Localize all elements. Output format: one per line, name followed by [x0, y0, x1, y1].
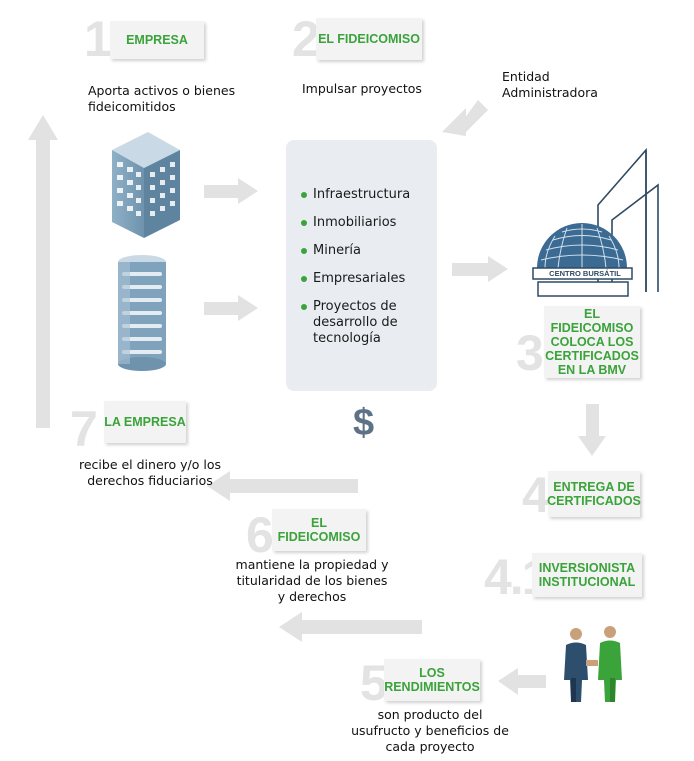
stock-exchange-label: CENTRO BURSÁTIL	[549, 269, 621, 278]
step-7-number: 7	[70, 401, 98, 457]
arrow-panel-to-bolsa	[452, 256, 508, 282]
entidad-administradora-label: Entidad Administradora	[502, 69, 598, 100]
step-6-number: 6	[246, 507, 274, 563]
arrow-building1-to-panel	[204, 178, 258, 204]
projects-list: Infraestructura Inmobiliarios Minería Em…	[300, 187, 435, 359]
bullet-icon	[301, 192, 307, 198]
arrow-up-left	[28, 115, 58, 428]
step-6-title: EL FIDEICOMISO	[272, 509, 366, 551]
step-4-number: 4	[522, 467, 550, 523]
step-1-title: EMPRESA	[110, 21, 204, 59]
bullet-icon	[301, 248, 307, 254]
step-3-title: EL FIDEICOMISO COLOCA LOS CERTIFICADOS E…	[544, 306, 640, 378]
project-label: Minería	[313, 243, 361, 258]
step-6-desc: mantiene la propiedad y titularidad de l…	[235, 557, 389, 604]
step-7-desc: recibe el dinero y/o los derechos fiduci…	[78, 457, 221, 488]
step-41-title: INVERSIONISTA INSTITUCIONAL	[532, 553, 642, 597]
project-label: Empresariales	[313, 271, 406, 286]
step-4-title: ENTREGA DE CERTIFICADOS	[547, 471, 641, 517]
step-2-title: EL FIDEICOMISO	[316, 18, 422, 60]
bullet-icon	[301, 304, 307, 310]
step-2-desc: Impulsar proyectos	[302, 81, 422, 96]
project-item: Proyectos de desarrollo de tecnología	[300, 299, 435, 347]
dollar-icon: $	[353, 402, 375, 444]
arrow-building2-to-panel	[204, 295, 258, 321]
project-label: Proyectos de desarrollo de tecnología	[313, 299, 398, 346]
stock-exchange-icon	[532, 147, 659, 297]
step-7-title: LA EMPRESA	[104, 401, 186, 443]
step-2-number: 2	[292, 11, 320, 67]
office-building-icon	[112, 132, 180, 238]
arrow-left-to-6	[279, 612, 422, 642]
step-5-number: 5	[360, 655, 388, 711]
project-label: Infraestructura	[313, 187, 411, 202]
project-item: Inmobiliarios	[300, 215, 435, 231]
project-label: Inmobiliarios	[313, 215, 397, 230]
arrow-entidad	[442, 100, 488, 136]
project-item: Minería	[300, 243, 435, 259]
project-item: Empresariales	[300, 271, 435, 287]
investors-handshake-icon	[564, 626, 622, 702]
step-1-number: 1	[84, 11, 112, 67]
arrow-left-to-5	[498, 668, 546, 695]
arrow-left-to-7	[207, 471, 358, 501]
project-item: Infraestructura	[300, 187, 435, 203]
step-5-title: LOS RENDIMIENTOS	[384, 659, 480, 701]
step-3-number: 3	[516, 325, 544, 381]
tower-building-icon	[118, 255, 166, 371]
bullet-icon	[301, 276, 307, 282]
projects-panel: Infraestructura Inmobiliarios Minería Em…	[286, 140, 437, 391]
step-5-desc: son producto del usufructo y beneficios …	[351, 707, 509, 754]
arrow-down-3-to-4	[578, 404, 606, 456]
step-1-desc: Aporta activos o bienes fideicomitidos	[88, 83, 236, 114]
bullet-icon	[301, 220, 307, 226]
